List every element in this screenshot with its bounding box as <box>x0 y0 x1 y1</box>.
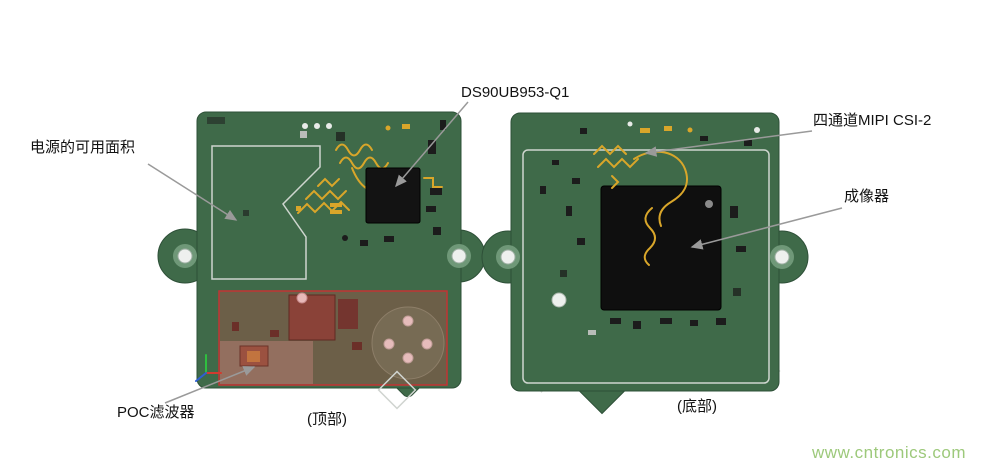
leader-imager <box>690 207 843 250</box>
power-area-outline <box>211 145 321 280</box>
mount-holes <box>173 244 471 268</box>
imager-pin1-dot <box>705 200 713 208</box>
label-poc-filter: POC滤波器 <box>117 404 195 421</box>
label-power-area: 电源的可用面积 <box>30 139 136 156</box>
top-board-components <box>207 117 446 246</box>
leader-poc-filter <box>164 366 256 404</box>
leader-lines <box>147 101 843 404</box>
caption-top-board: (顶部) <box>307 411 347 428</box>
serializer-chip <box>365 167 421 224</box>
serializer-traces <box>297 143 443 214</box>
bottom-board-components <box>540 121 760 335</box>
pcb-board-top <box>157 111 486 410</box>
csi2-traces <box>593 144 689 266</box>
imager-chip <box>600 185 722 311</box>
caption-bottom-board: (底部) <box>677 398 717 415</box>
label-serializer: DS90UB953-Q1 <box>461 84 570 101</box>
label-mipi: 四通道MIPI CSI-2 <box>813 112 932 129</box>
bottom-diamond-outline <box>377 370 417 410</box>
watermark-text: www.cntronics.com <box>812 443 966 462</box>
leader-serializer <box>395 101 469 188</box>
poc-region-components <box>232 292 362 367</box>
trace-pads <box>296 124 410 214</box>
leader-mipi <box>644 130 813 157</box>
label-imager: 成像器 <box>844 188 890 205</box>
pcb-board-bottom <box>481 112 809 415</box>
trace-pads <box>640 126 693 133</box>
axis-triad-icon <box>195 354 222 382</box>
leader-power-area <box>147 163 238 221</box>
mount-holes <box>496 245 794 269</box>
diamond-pad <box>371 306 445 380</box>
